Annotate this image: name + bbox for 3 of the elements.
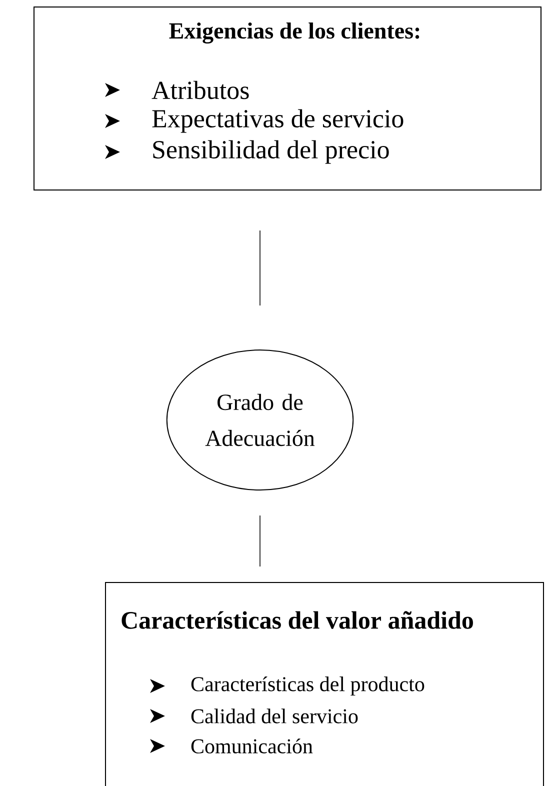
text-box: Características del valor añadido Características del producto Calidad del servicio Comunicación [105, 582, 544, 786]
text-box: Exigencias de los clientes: Atributos Expectativas de servicio Sensibilidad del precio [34, 6, 542, 190]
ellipse-node: Grado de Adecuación [166, 350, 354, 490]
